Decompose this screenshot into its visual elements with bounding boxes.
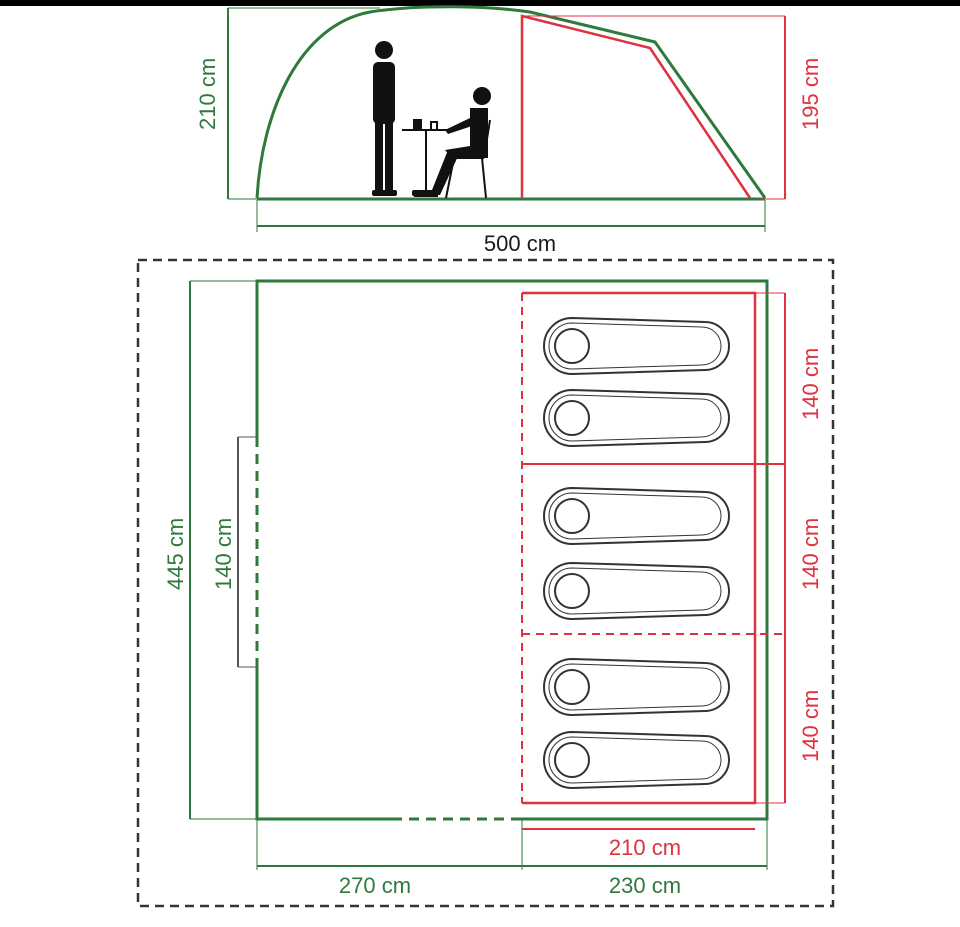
sleeping-bag-icon	[543, 657, 730, 717]
bedroom-outline	[522, 291, 757, 805]
bedroom-width-label-3: 140 cm	[798, 690, 823, 762]
height-label: 210 cm	[195, 58, 220, 130]
sleeping-section-length-label: 230 cm	[609, 873, 681, 898]
top-border	[0, 0, 960, 6]
sleeping-bag-icon	[543, 388, 730, 448]
chair-icon	[445, 119, 491, 199]
floor-plan: 445 cm 140 cm 140 cm 140 cm 140 cm	[136, 258, 835, 908]
footprint-dashed-outline	[136, 258, 835, 908]
door-width-label: 140 cm	[211, 518, 236, 590]
depth-label: 445 cm	[163, 518, 188, 590]
standing-person-icon	[372, 41, 397, 196]
length-label: 500 cm	[484, 231, 556, 256]
bedroom-width-label-2: 140 cm	[798, 518, 823, 590]
side-view: 210 cm 195 cm 500 cm	[195, 5, 823, 256]
bedroom-height-label: 195 cm	[798, 58, 823, 130]
seated-person-icon	[412, 87, 491, 196]
bedroom-width-label-1: 140 cm	[798, 348, 823, 420]
sleeping-bag-icon	[543, 561, 730, 621]
sleeping-bag-icon	[543, 316, 730, 376]
sleeping-bags	[543, 316, 730, 790]
living-length-label: 270 cm	[339, 873, 411, 898]
tent-floor-outline	[255, 279, 769, 821]
sleeping-bag-icon	[543, 730, 730, 790]
tent-profile-outline	[255, 5, 767, 199]
sleeping-bag-icon	[543, 486, 730, 546]
bedroom-length-label: 210 cm	[609, 835, 681, 860]
bedroom-profile-outline	[520, 14, 752, 199]
